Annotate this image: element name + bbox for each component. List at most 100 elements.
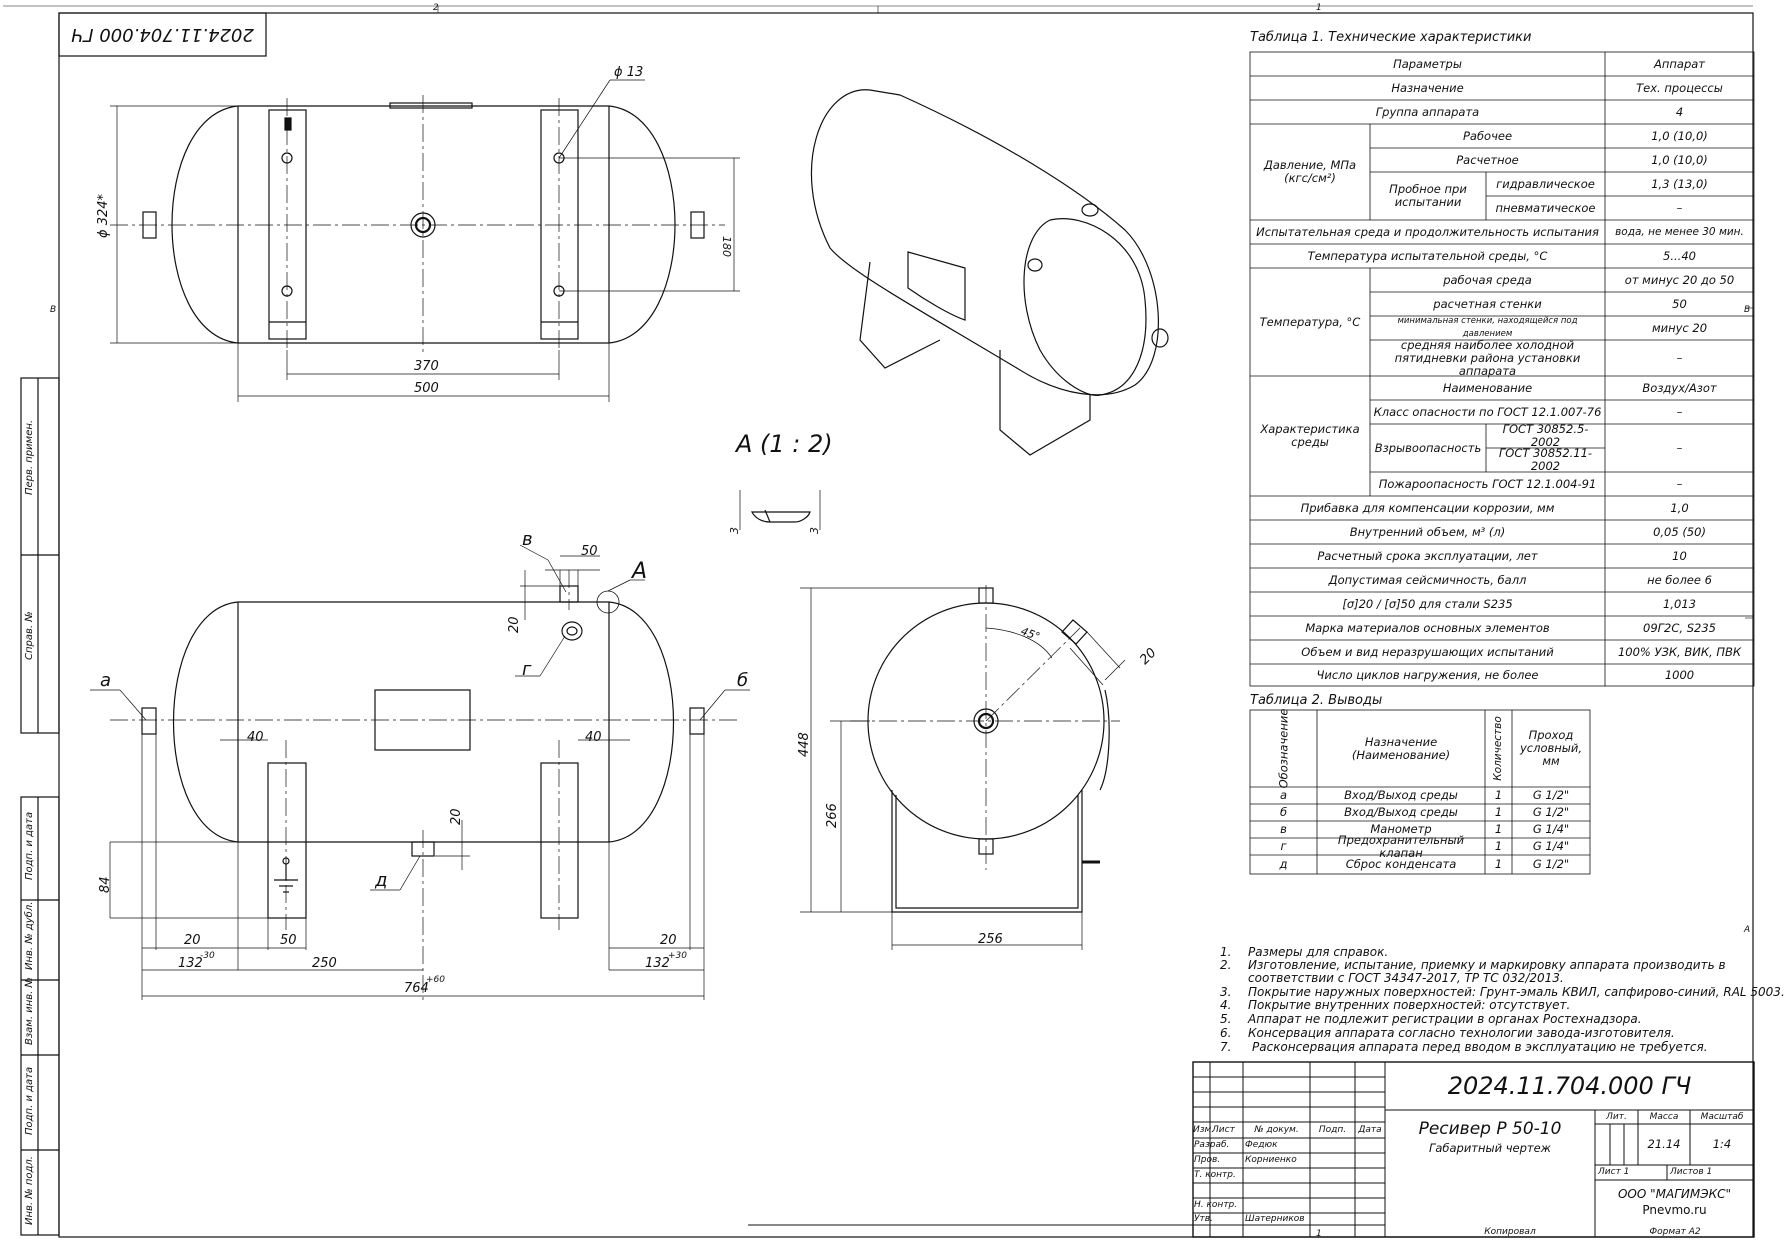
- t2-row-v-qty: 1: [1494, 822, 1503, 836]
- dim-500: 500: [414, 381, 439, 396]
- dim-132-right: 132: [645, 956, 670, 971]
- t1-pressure-pneu-v: –: [1676, 200, 1683, 215]
- side-stamp-podp2: Подп. и дата: [24, 1066, 35, 1135]
- t1-purpose-value: Тех. процессы: [1636, 80, 1723, 95]
- tb-lit-label: Лит.: [1606, 1111, 1627, 1122]
- dim-250: 250: [312, 956, 337, 971]
- t2-row-v-name: Манометр: [1370, 822, 1432, 836]
- tb-role-razrab: Разраб.: [1194, 1140, 1230, 1150]
- t1-ndt-label: Объем и вид неразрушающих испытаний: [1301, 644, 1554, 659]
- zone-label-top-right: 1: [1316, 3, 1322, 13]
- t2-row-d-qty: 1: [1494, 857, 1503, 871]
- t1-header-label: Параметры: [1393, 56, 1462, 71]
- t1-medium-explo: Взрывоопасность: [1374, 440, 1482, 455]
- table2-grid: [1249, 709, 1591, 875]
- detail-a-title: А (1 : 2): [734, 430, 833, 458]
- tb-col-list: Лист: [1212, 1124, 1235, 1135]
- tb-col-date: Дата: [1358, 1124, 1382, 1135]
- t2-row-g-code: г: [1280, 839, 1287, 853]
- tb-col-izm: Изм.: [1193, 1124, 1215, 1135]
- zone-label-bottom: 1: [1316, 1229, 1322, 1239]
- dim-detail-3a: 3: [728, 527, 741, 534]
- t1-medium-fire-v: –: [1676, 476, 1683, 491]
- t1-volume-label: Внутренний объем, м³ (л): [1349, 524, 1506, 539]
- note-6-num: 6.: [1220, 1026, 1232, 1040]
- isometric-view: [810, 89, 1169, 456]
- t1-group-label: Группа аппарата: [1375, 104, 1480, 119]
- t1-purpose-label: Назначение: [1391, 80, 1464, 95]
- side-view: [800, 585, 1126, 950]
- t2-row-b-code: б: [1279, 805, 1288, 819]
- callout-d: д: [374, 870, 387, 891]
- t1-pressure-calc: Расчетное: [1456, 152, 1519, 167]
- callout-b: б: [737, 670, 748, 691]
- dim-detail-3b: 3: [808, 527, 821, 534]
- t1-pressure-work: Рабочее: [1462, 128, 1513, 143]
- tb-col-doc: № докум.: [1254, 1124, 1299, 1135]
- dim-84: 84: [98, 876, 113, 893]
- note-4-text: Покрытие внутренних поверхностей: отсутс…: [1248, 998, 1571, 1012]
- t1-temp-r3-v: минус 20: [1651, 320, 1708, 335]
- t2-row-d-pass: G 1/2": [1532, 857, 1570, 871]
- t1-pressure-hydro: гидравлическое: [1496, 176, 1595, 191]
- t1-test-medium-value: вода, не менее 30 мин.: [1615, 225, 1744, 238]
- t2-row-v-pass: G 1/4": [1532, 822, 1570, 836]
- note-1-num: 1.: [1220, 945, 1232, 959]
- t1-pressure-test: Пробное при испытании: [1389, 182, 1467, 209]
- t1-pressure-pneu: пневматическое: [1495, 200, 1596, 215]
- dim-50: 50: [581, 544, 598, 559]
- dim-266: 266: [825, 803, 840, 828]
- callout-a: а: [100, 670, 111, 691]
- dim-20-top: 20: [507, 616, 522, 633]
- t1-temp-r1: рабочая среда: [1443, 272, 1532, 287]
- tb-role-nkontr: Н. контр.: [1194, 1200, 1238, 1210]
- t1-pressure-hydro-v: 1,3 (13,0): [1651, 176, 1708, 191]
- tb-role-prov: Пров.: [1194, 1155, 1221, 1165]
- dim-tol-left: -30: [200, 951, 215, 961]
- t1-temp-r3: минимальная стенки, находящейся под давл…: [1397, 316, 1578, 339]
- side-stamp-podp1: Подп. и дата: [24, 811, 35, 880]
- t1-medium-explo-v: –: [1676, 440, 1683, 455]
- table1-title: Таблица 1. Технические характеристики: [1250, 30, 1532, 45]
- callout-v: в: [522, 529, 533, 550]
- t1-temp-r4: средняя наиболее холодной пятидневки рай…: [1394, 337, 1581, 378]
- front-view: [90, 544, 750, 1000]
- tb-person-prov: Корниенко: [1245, 1155, 1297, 1165]
- t1-ndt-value: 100% УЗК, ВИК, ПВК: [1617, 644, 1742, 659]
- dim-256: 256: [978, 932, 1003, 947]
- note-7-num: 7.: [1220, 1040, 1232, 1054]
- note-7-text: Расконсервация аппарата перед вводом в э…: [1252, 1040, 1708, 1054]
- note-1-text: Размеры для справок.: [1248, 945, 1389, 959]
- t1-temp-group: Температура, °С: [1259, 314, 1361, 329]
- t1-test-medium-label: Испытательная среда и продолжительность …: [1256, 224, 1599, 239]
- t2-row-a-name: Вход/Выход среды: [1344, 788, 1458, 802]
- side-stamp-perv: Перв. примен.: [24, 419, 35, 495]
- t1-medium-name: Наименование: [1442, 380, 1533, 395]
- dim-tol-764: +60: [426, 975, 445, 985]
- tb-doc-number: 2024.11.704.000 ГЧ: [1447, 1071, 1692, 1100]
- tb-subtitle: Габаритный чертеж: [1428, 1140, 1552, 1155]
- t1-sigma-label: [σ]20 / [σ]50 для стали S235: [1342, 596, 1513, 611]
- t2-row-v-code: в: [1280, 822, 1287, 836]
- dim-50-bottom: 50: [280, 933, 297, 948]
- detail-a: [739, 490, 821, 530]
- callout-A: А: [630, 559, 647, 584]
- zone-label-right-a: А: [1743, 925, 1750, 935]
- tb-col-sign: Подп.: [1318, 1124, 1347, 1135]
- t1-temp-r2-v: 50: [1672, 296, 1687, 311]
- dim-45deg: 45°: [1019, 625, 1042, 644]
- top-view: [110, 79, 740, 402]
- dim-370: 370: [414, 359, 439, 374]
- t2-row-g-name: Предохранительный клапан: [1337, 832, 1465, 860]
- note-2-text: Изготовление, испытание, приемку и марки…: [1248, 958, 1726, 972]
- t2-row-a-pass: G 1/2": [1532, 788, 1570, 802]
- note-3-num: 3.: [1220, 985, 1232, 999]
- tb-site: Pnevmo.ru: [1642, 1202, 1707, 1217]
- tb-mass-label: Масса: [1649, 1111, 1679, 1122]
- dim-180: 180: [720, 236, 733, 257]
- note-3-text: Покрытие наружных поверхностей: Грунт-эм…: [1248, 985, 1785, 999]
- tb-org: ООО "МАГИМЭКС": [1617, 1186, 1732, 1201]
- dim-764: 764: [404, 981, 429, 996]
- zone-label-right-b: В: [1744, 305, 1750, 315]
- title-block-grid: [748, 1061, 1755, 1238]
